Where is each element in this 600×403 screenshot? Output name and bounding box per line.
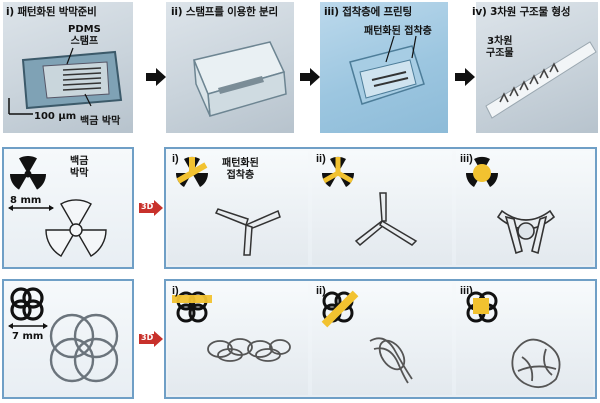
scale-8mm-label: 8 mm — [10, 195, 42, 206]
3d-arrow-icon — [139, 331, 163, 347]
step1-photo — [3, 2, 133, 133]
four-ring-3d-i — [172, 291, 291, 362]
adhesive-printing-illustration — [349, 35, 425, 105]
row3-cell-ii-tag: ii) — [316, 285, 326, 297]
3d-structure-illustration — [485, 41, 597, 119]
3d-badge-label: 3D — [141, 333, 154, 342]
row3-cell-i-tag: i) — [172, 285, 179, 297]
row2-cell-iii — [456, 151, 593, 265]
scale-bar-8mm — [8, 205, 54, 211]
stamp-separation-illustration — [192, 41, 287, 117]
four-ring-3d-iii — [466, 291, 561, 389]
step2-photo — [166, 2, 294, 133]
step4-photo — [476, 2, 598, 133]
pt-film-label: 백금 박막 — [80, 116, 121, 127]
scale-7mm-label: 7 mm — [12, 331, 44, 342]
step4-label: iv) 3차원 구조물 형성 — [472, 6, 571, 18]
pdms-stamp-illustration — [8, 47, 123, 115]
row2-cell-iii-tag: iii) — [460, 153, 473, 165]
pdms-label-line2: 스탬프 — [70, 36, 99, 47]
adhesive-layer-label-row2: 패턴화된 접착층 — [222, 158, 259, 182]
step3-photo — [320, 2, 448, 133]
arrow-right-icon — [455, 68, 475, 86]
row2-cell-i — [168, 151, 308, 265]
row2-cell-ii — [312, 151, 452, 265]
triblade-3d-i — [175, 156, 281, 256]
structure-label: 3차원 구조물 — [486, 36, 514, 60]
row2-cell-i-tag: i) — [172, 153, 179, 165]
structure-label-line2: 구조물 — [486, 48, 514, 59]
step1-label: i) 패턴화된 박막준비 — [6, 6, 97, 18]
pt-film-line2: 박막 — [70, 168, 89, 179]
adhesive-layer-label: 패턴화된 접착층 — [364, 26, 432, 37]
step2-label: ii) 스탬프를 이용한 분리 — [171, 6, 278, 18]
pt-film-line1: 백금 — [70, 156, 89, 167]
pt-four-ring-flat — [49, 313, 119, 383]
radiation-pattern-icon — [10, 156, 46, 190]
row3-cell-iii — [456, 283, 593, 395]
step3-label: iii) 접착층에 프린팅 — [324, 6, 412, 18]
scale-100um: 100 μm — [34, 111, 77, 122]
row3-cell-i — [168, 283, 308, 395]
adh-line1: 패턴화된 — [222, 158, 259, 169]
row2-cell-ii-tag: ii) — [316, 153, 326, 165]
arrow-right-icon — [300, 68, 320, 86]
3d-arrow-icon — [139, 200, 163, 216]
row3-cell-iii-tag: iii) — [460, 285, 473, 297]
row3-cell-ii — [312, 283, 452, 395]
structure-label-line1: 3차원 — [487, 36, 513, 47]
3d-badge-label: 3D — [141, 202, 154, 211]
triblade-3d-ii — [321, 156, 418, 247]
pt-triblade-flat — [45, 199, 107, 257]
scale-bar-7mm — [8, 323, 48, 329]
pt-film-label-row2: 백금 박막 — [70, 156, 88, 180]
arrow-right-icon — [146, 68, 166, 86]
triblade-3d-iii — [465, 156, 556, 255]
pdms-label: PDMS 스탬프 — [68, 24, 101, 48]
four-ring-pattern-icon — [10, 287, 44, 321]
pdms-label-line1: PDMS — [68, 24, 101, 35]
four-ring-3d-ii — [321, 290, 413, 384]
adh-line2: 접착층 — [226, 170, 255, 181]
